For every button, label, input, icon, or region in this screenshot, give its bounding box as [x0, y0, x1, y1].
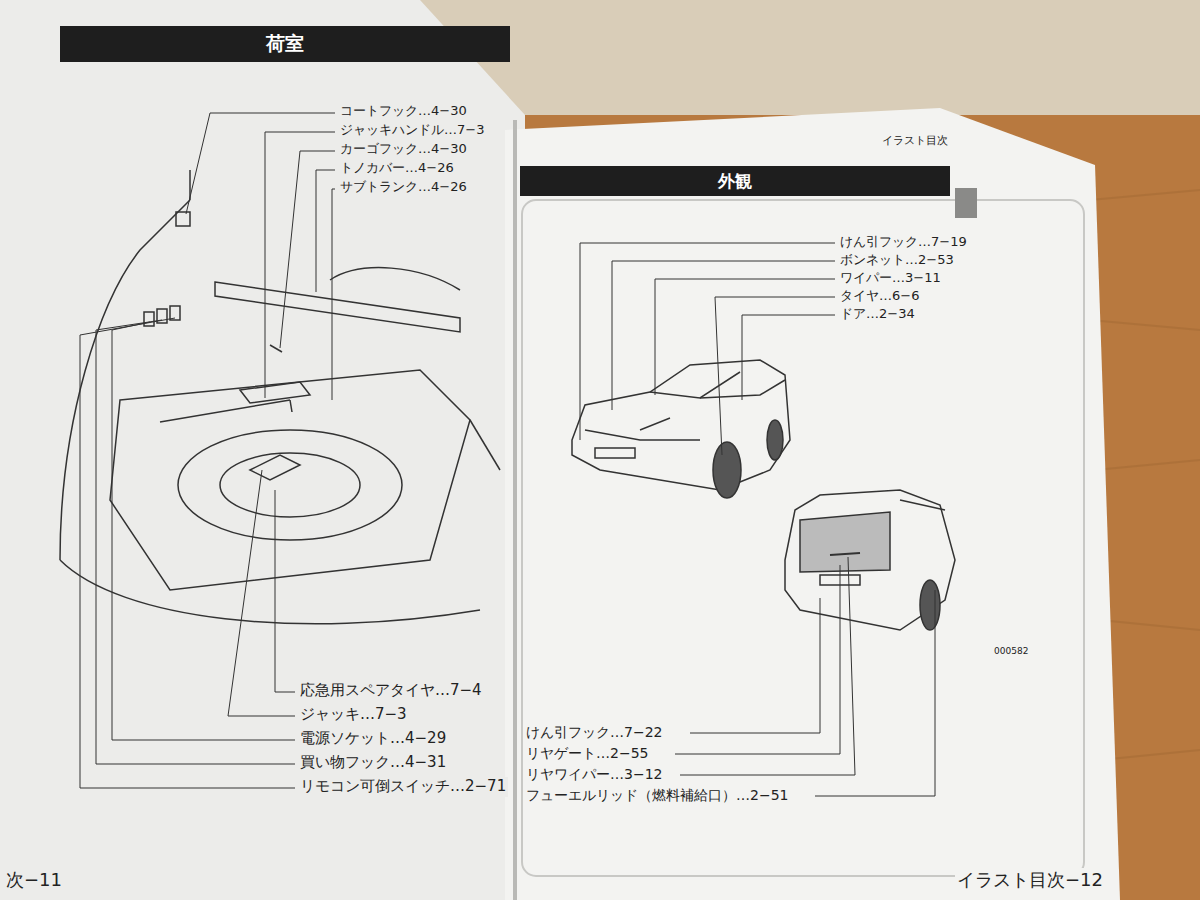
part-label: けん引フック…7−22 — [524, 723, 664, 741]
part-label: リヤワイパー…3−12 — [524, 765, 664, 783]
section-band: 外観 — [520, 166, 950, 196]
part-label: ボンネット…2−53 — [838, 252, 956, 269]
section-heading: 外観 — [718, 170, 752, 193]
part-label: ジャッキ…7−3 — [298, 705, 409, 725]
page-number: 次−11 — [4, 868, 64, 891]
part-label: リヤゲート…2−55 — [524, 744, 650, 762]
section-heading: 荷室 — [266, 31, 304, 57]
running-header: イラスト目次 — [880, 134, 950, 148]
leader-lines — [580, 243, 935, 796]
part-label: リモコン可倒スイッチ…2−71 — [298, 777, 508, 797]
part-label: 電源ソケット…4−29 — [298, 729, 448, 749]
book-gutter — [513, 120, 517, 900]
page-frame — [522, 200, 1084, 876]
section-band: 荷室 — [60, 26, 510, 62]
page-number: イラスト目次−12 — [955, 868, 1105, 891]
index-tab — [955, 188, 977, 218]
part-label: けん引フック…7−19 — [838, 234, 969, 251]
part-label: コートフック…4−30 — [338, 103, 469, 120]
part-label: フューエルリッド（燃料補給口）…2−51 — [524, 786, 790, 804]
figure-code: 000582 — [992, 646, 1030, 658]
part-label: ワイパー…3−11 — [838, 270, 943, 287]
part-label: 応急用スペアタイヤ…7−4 — [298, 681, 484, 701]
right-page — [505, 108, 1120, 900]
part-label: カーゴフック…4−30 — [338, 141, 469, 158]
leader-lines — [80, 113, 335, 788]
front-car — [572, 360, 790, 498]
part-label: サブトランク…4−26 — [338, 179, 469, 196]
rear-car — [785, 490, 955, 630]
cargo-illustration — [60, 170, 500, 624]
part-label: タイヤ…6−6 — [838, 288, 921, 305]
left-page — [0, 0, 525, 900]
part-label: ドア…2−34 — [838, 306, 917, 323]
part-label: トノカバー…4−26 — [338, 160, 456, 177]
part-label: ジャッキハンドル…7−3 — [338, 122, 486, 139]
part-label: 買い物フック…4−31 — [298, 753, 448, 773]
